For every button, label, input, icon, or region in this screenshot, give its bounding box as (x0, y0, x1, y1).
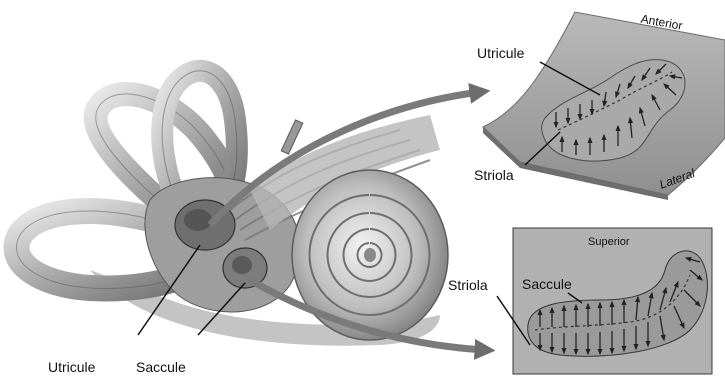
utricle-panel: Anterior Lateral (483, 12, 725, 200)
superior-label: Superior (588, 236, 630, 248)
saccule-inset-label: Saccule (522, 276, 572, 292)
saccule-main-label: Saccule (136, 359, 186, 375)
striola-top-label: Striola (474, 167, 514, 183)
saccule-panel: Superior Saccule (513, 228, 712, 374)
utricule-main-label: Utricule (48, 359, 96, 375)
utricule-inset-label: Utricule (477, 45, 525, 61)
nerve-stub (281, 120, 303, 154)
striola-bottom-label: Striola (448, 277, 488, 293)
